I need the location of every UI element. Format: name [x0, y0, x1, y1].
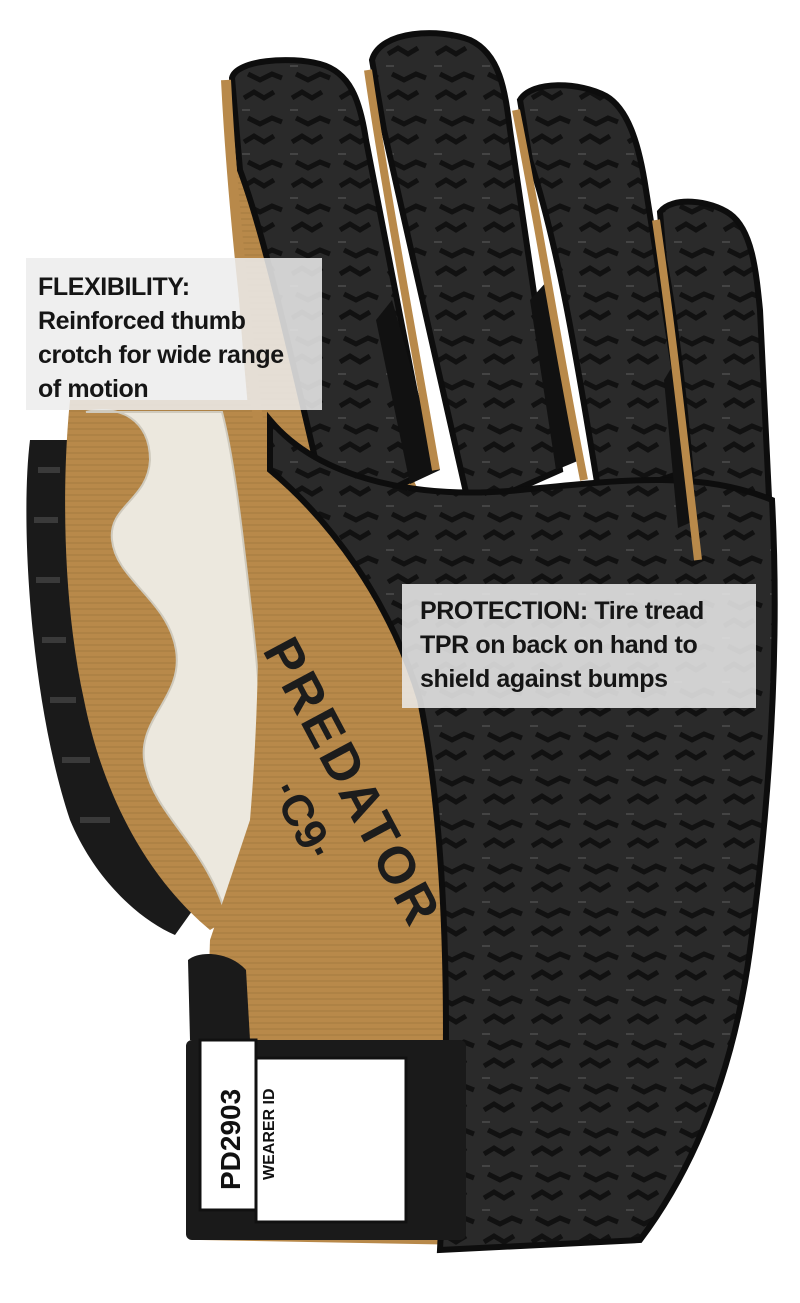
flexibility-text-1: Reinforced thumb	[38, 307, 246, 335]
tag-code: PD2903	[215, 1089, 246, 1190]
flexibility-text-3: of motion	[38, 375, 149, 403]
finger-pinky	[656, 198, 776, 584]
flexibility-callout: FLEXIBILITY: Reinforced thumb crotch for…	[26, 258, 322, 410]
wrist-strap	[188, 954, 250, 1040]
flexibility-text-2: crotch for wide range	[38, 341, 284, 369]
wearer-tag: PD2903 WEARER ID	[198, 1038, 408, 1224]
thumb-leather	[85, 409, 265, 931]
protection-text-1: PROTECTION: Tire tread	[420, 597, 704, 625]
protection-text-3: shield against bumps	[420, 665, 668, 693]
tag-label: WEARER ID	[261, 1088, 278, 1180]
protection-callout: PROTECTION: Tire tread TPR on back on ha…	[402, 584, 756, 708]
finger-ring	[516, 82, 694, 504]
flexibility-title: FLEXIBILITY:	[38, 273, 190, 301]
finger-middle	[368, 30, 564, 515]
protection-text-2: TPR on back on hand to	[420, 631, 698, 659]
